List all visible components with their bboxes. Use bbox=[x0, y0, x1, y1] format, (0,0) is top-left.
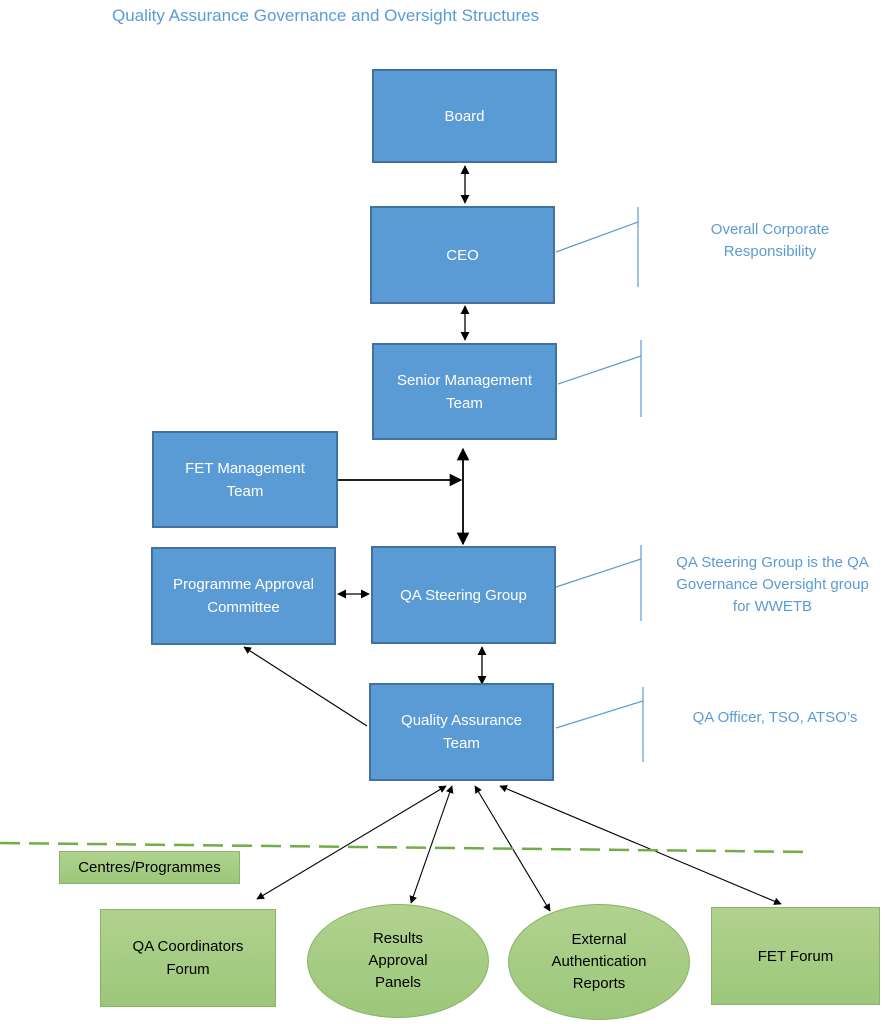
arrow-qateam-fetforum bbox=[499, 785, 782, 905]
results-approval-panels-label: Results Approval Panels bbox=[368, 930, 428, 991]
senior-management-team-box: Senior Management Team bbox=[372, 343, 557, 440]
qa-coordinators-forum-box: QA Coordinators Forum bbox=[100, 909, 276, 1007]
callout-qateam bbox=[555, 687, 644, 762]
ceo-note: Overall Corporate Responsibility bbox=[690, 219, 850, 263]
qa-team-note-text: QA Officer, TSO, ATSO’s bbox=[692, 709, 858, 726]
results-approval-panels-ellipse: Results Approval Panels bbox=[307, 904, 489, 1018]
fet-forum-box: FET Forum bbox=[711, 907, 880, 1005]
centres-programmes-box: Centres/Programmes bbox=[59, 851, 240, 884]
ceo-note-text: Overall Corporate Responsibility bbox=[710, 221, 830, 260]
board-box: Board bbox=[372, 69, 557, 163]
callout-smt bbox=[557, 340, 642, 417]
external-authentication-reports-ellipse: External Authentication Reports bbox=[508, 904, 690, 1020]
fet-management-team-box: FET Management Team bbox=[152, 431, 338, 528]
qa-coordinators-forum-label: QA Coordinators Forum bbox=[132, 938, 244, 978]
qa-steering-group-label: QA Steering Group bbox=[400, 586, 527, 604]
qa-steering-note-text: QA Steering Group is the QA Governance O… bbox=[676, 554, 869, 615]
senior-management-team-label: Senior Management Team bbox=[396, 371, 533, 412]
qa-steering-group-box: QA Steering Group bbox=[371, 546, 556, 644]
programme-approval-committee-box: Programme Approval Committee bbox=[151, 547, 336, 645]
centres-boundary-line bbox=[0, 841, 813, 854]
quality-assurance-team-box: Quality Assurance Team bbox=[369, 683, 554, 781]
board-label: Board bbox=[444, 107, 485, 125]
qa-steering-note: QA Steering Group is the QA Governance O… bbox=[665, 552, 880, 618]
arrow-qateam-approval bbox=[243, 646, 368, 727]
ceo-box: CEO bbox=[370, 206, 555, 304]
quality-assurance-team-label: Quality Assurance Team bbox=[401, 712, 522, 752]
fet-management-team-label: FET Management Team bbox=[185, 459, 305, 500]
diagram-title: Quality Assurance Governance and Oversig… bbox=[112, 6, 540, 25]
arrow-qateam-coordinators bbox=[256, 785, 447, 900]
callout-steering bbox=[555, 545, 642, 621]
arrow-qateam-results bbox=[409, 785, 454, 904]
programme-approval-committee-label: Programme Approval Committee bbox=[173, 576, 314, 616]
qa-team-note: QA Officer, TSO, ATSO’s bbox=[680, 707, 870, 729]
ceo-label: CEO bbox=[446, 246, 479, 264]
callout-ceo bbox=[555, 207, 639, 287]
external-authentication-reports-label: External Authentication Reports bbox=[551, 931, 647, 992]
fet-forum-label: FET Forum bbox=[757, 947, 834, 965]
centres-programmes-label: Centres/Programmes bbox=[78, 859, 221, 876]
